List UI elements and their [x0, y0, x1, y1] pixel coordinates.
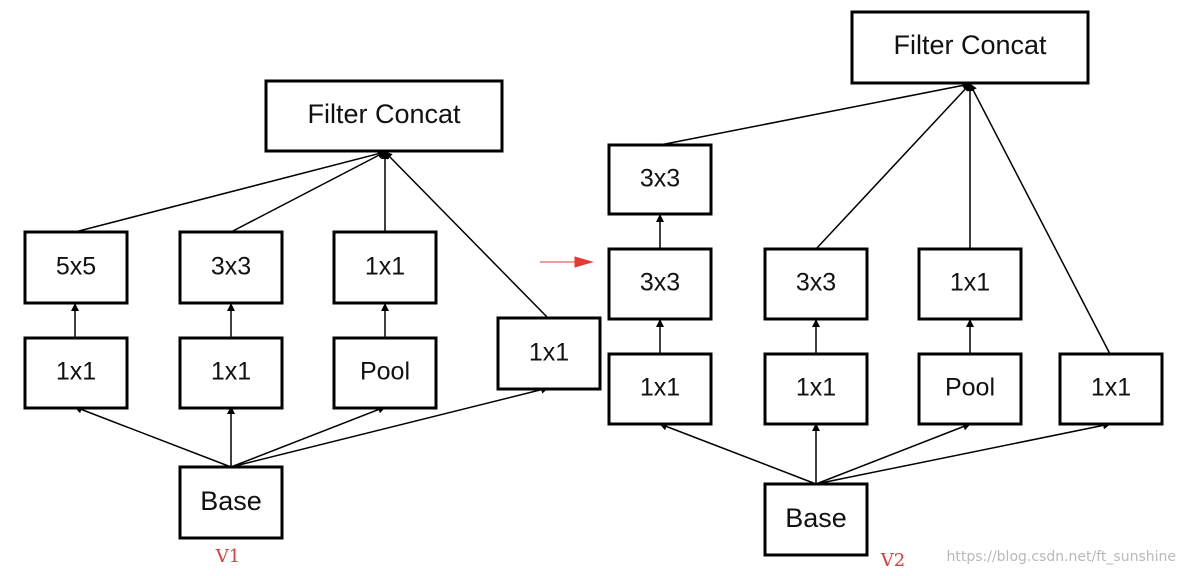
v2-branch1-middle-label: 3x3	[640, 269, 680, 297]
v1-branch1-top-label: 5x5	[56, 253, 96, 281]
v1-branch4-label: 1x1	[529, 339, 569, 367]
edge-base-to-branch1-bottom	[74, 405, 232, 468]
edge-branch2-top-to-concat	[815, 83, 971, 250]
v1-base-label: Base	[200, 486, 262, 516]
v1-branch4-node: 1x1	[496, 316, 602, 391]
v2-branch1-top-label: 3x3	[640, 165, 680, 193]
v2-branch3-bottom-node: Pool	[917, 352, 1023, 426]
v2-base-node: Base	[763, 482, 869, 557]
v2-branch2-bottom-node: 1x1	[763, 352, 869, 426]
v2-version-label: V2	[880, 550, 905, 571]
v1-base-node: Base	[178, 465, 284, 540]
v1-diagram: Filter Concat 5x5 3x3 1x1 1x1 1x1	[23, 79, 602, 567]
v1-branch1-bottom-label: 1x1	[56, 358, 96, 386]
v2-branch1-middle-node: 3x3	[607, 247, 713, 321]
v1-filter-concat-label: Filter Concat	[307, 99, 461, 129]
v2-diagram: Filter Concat 3x3 3x3 3x3 1x1 1x1	[607, 10, 1164, 571]
watermark-text: https://blog.csdn.net/ft_sunshine	[946, 549, 1176, 565]
v2-branch3-top-label: 1x1	[950, 269, 990, 297]
v2-branch1-top-node: 3x3	[607, 143, 713, 216]
v2-branch1-bottom-label: 1x1	[640, 374, 680, 402]
v2-filter-concat-label: Filter Concat	[893, 30, 1047, 60]
v2-base-label: Base	[785, 503, 847, 533]
v1-branch1-top-node: 5x5	[23, 230, 129, 305]
red-right-arrow-icon	[540, 256, 594, 268]
v1-branch3-top-node: 1x1	[332, 230, 438, 305]
v1-filter-concat-node: Filter Concat	[264, 79, 504, 153]
edge-branch4-to-concat	[384, 151, 549, 319]
edge-base-to-branch4	[230, 385, 549, 468]
v1-branch2-top-node: 3x3	[178, 230, 284, 305]
edge-branch1-top-to-concat	[74, 149, 386, 233]
v1-branch3-bottom-label: Pool	[360, 358, 410, 386]
edge-base-to-branch4	[815, 421, 1111, 485]
v1-branch2-bottom-label: 1x1	[211, 358, 251, 386]
edge-base-to-branch3-bottom	[230, 405, 386, 468]
v2-branch3-bottom-label: Pool	[945, 374, 995, 402]
v2-edges	[656, 81, 1111, 485]
v1-branch2-bottom-node: 1x1	[178, 336, 284, 410]
v1-version-label: V1	[215, 546, 240, 567]
v1-branch3-top-label: 1x1	[365, 253, 405, 281]
v2-branch4-node: 1x1	[1058, 352, 1164, 426]
edge-base-to-branch3-bottom	[815, 422, 971, 485]
v2-filter-concat-node: Filter Concat	[850, 10, 1090, 85]
v1-edges	[71, 149, 549, 468]
v2-branch1-bottom-node: 1x1	[607, 352, 713, 426]
v2-branch3-top-node: 1x1	[917, 247, 1023, 321]
v1-branch2-top-label: 3x3	[211, 253, 251, 281]
edge-branch1-top-to-concat	[659, 81, 971, 146]
v1-branch1-bottom-node: 1x1	[23, 336, 129, 410]
v2-branch4-label: 1x1	[1091, 374, 1131, 402]
edge-branch4-to-concat	[969, 83, 1111, 355]
edge-branch2-top-to-concat	[230, 151, 386, 233]
v2-branch2-top-node: 3x3	[763, 247, 869, 321]
v2-branch2-bottom-label: 1x1	[796, 374, 836, 402]
edge-base-to-branch1-bottom	[659, 422, 817, 485]
v1-branch3-bottom-node: Pool	[332, 336, 438, 410]
v2-branch2-top-label: 3x3	[796, 269, 836, 297]
